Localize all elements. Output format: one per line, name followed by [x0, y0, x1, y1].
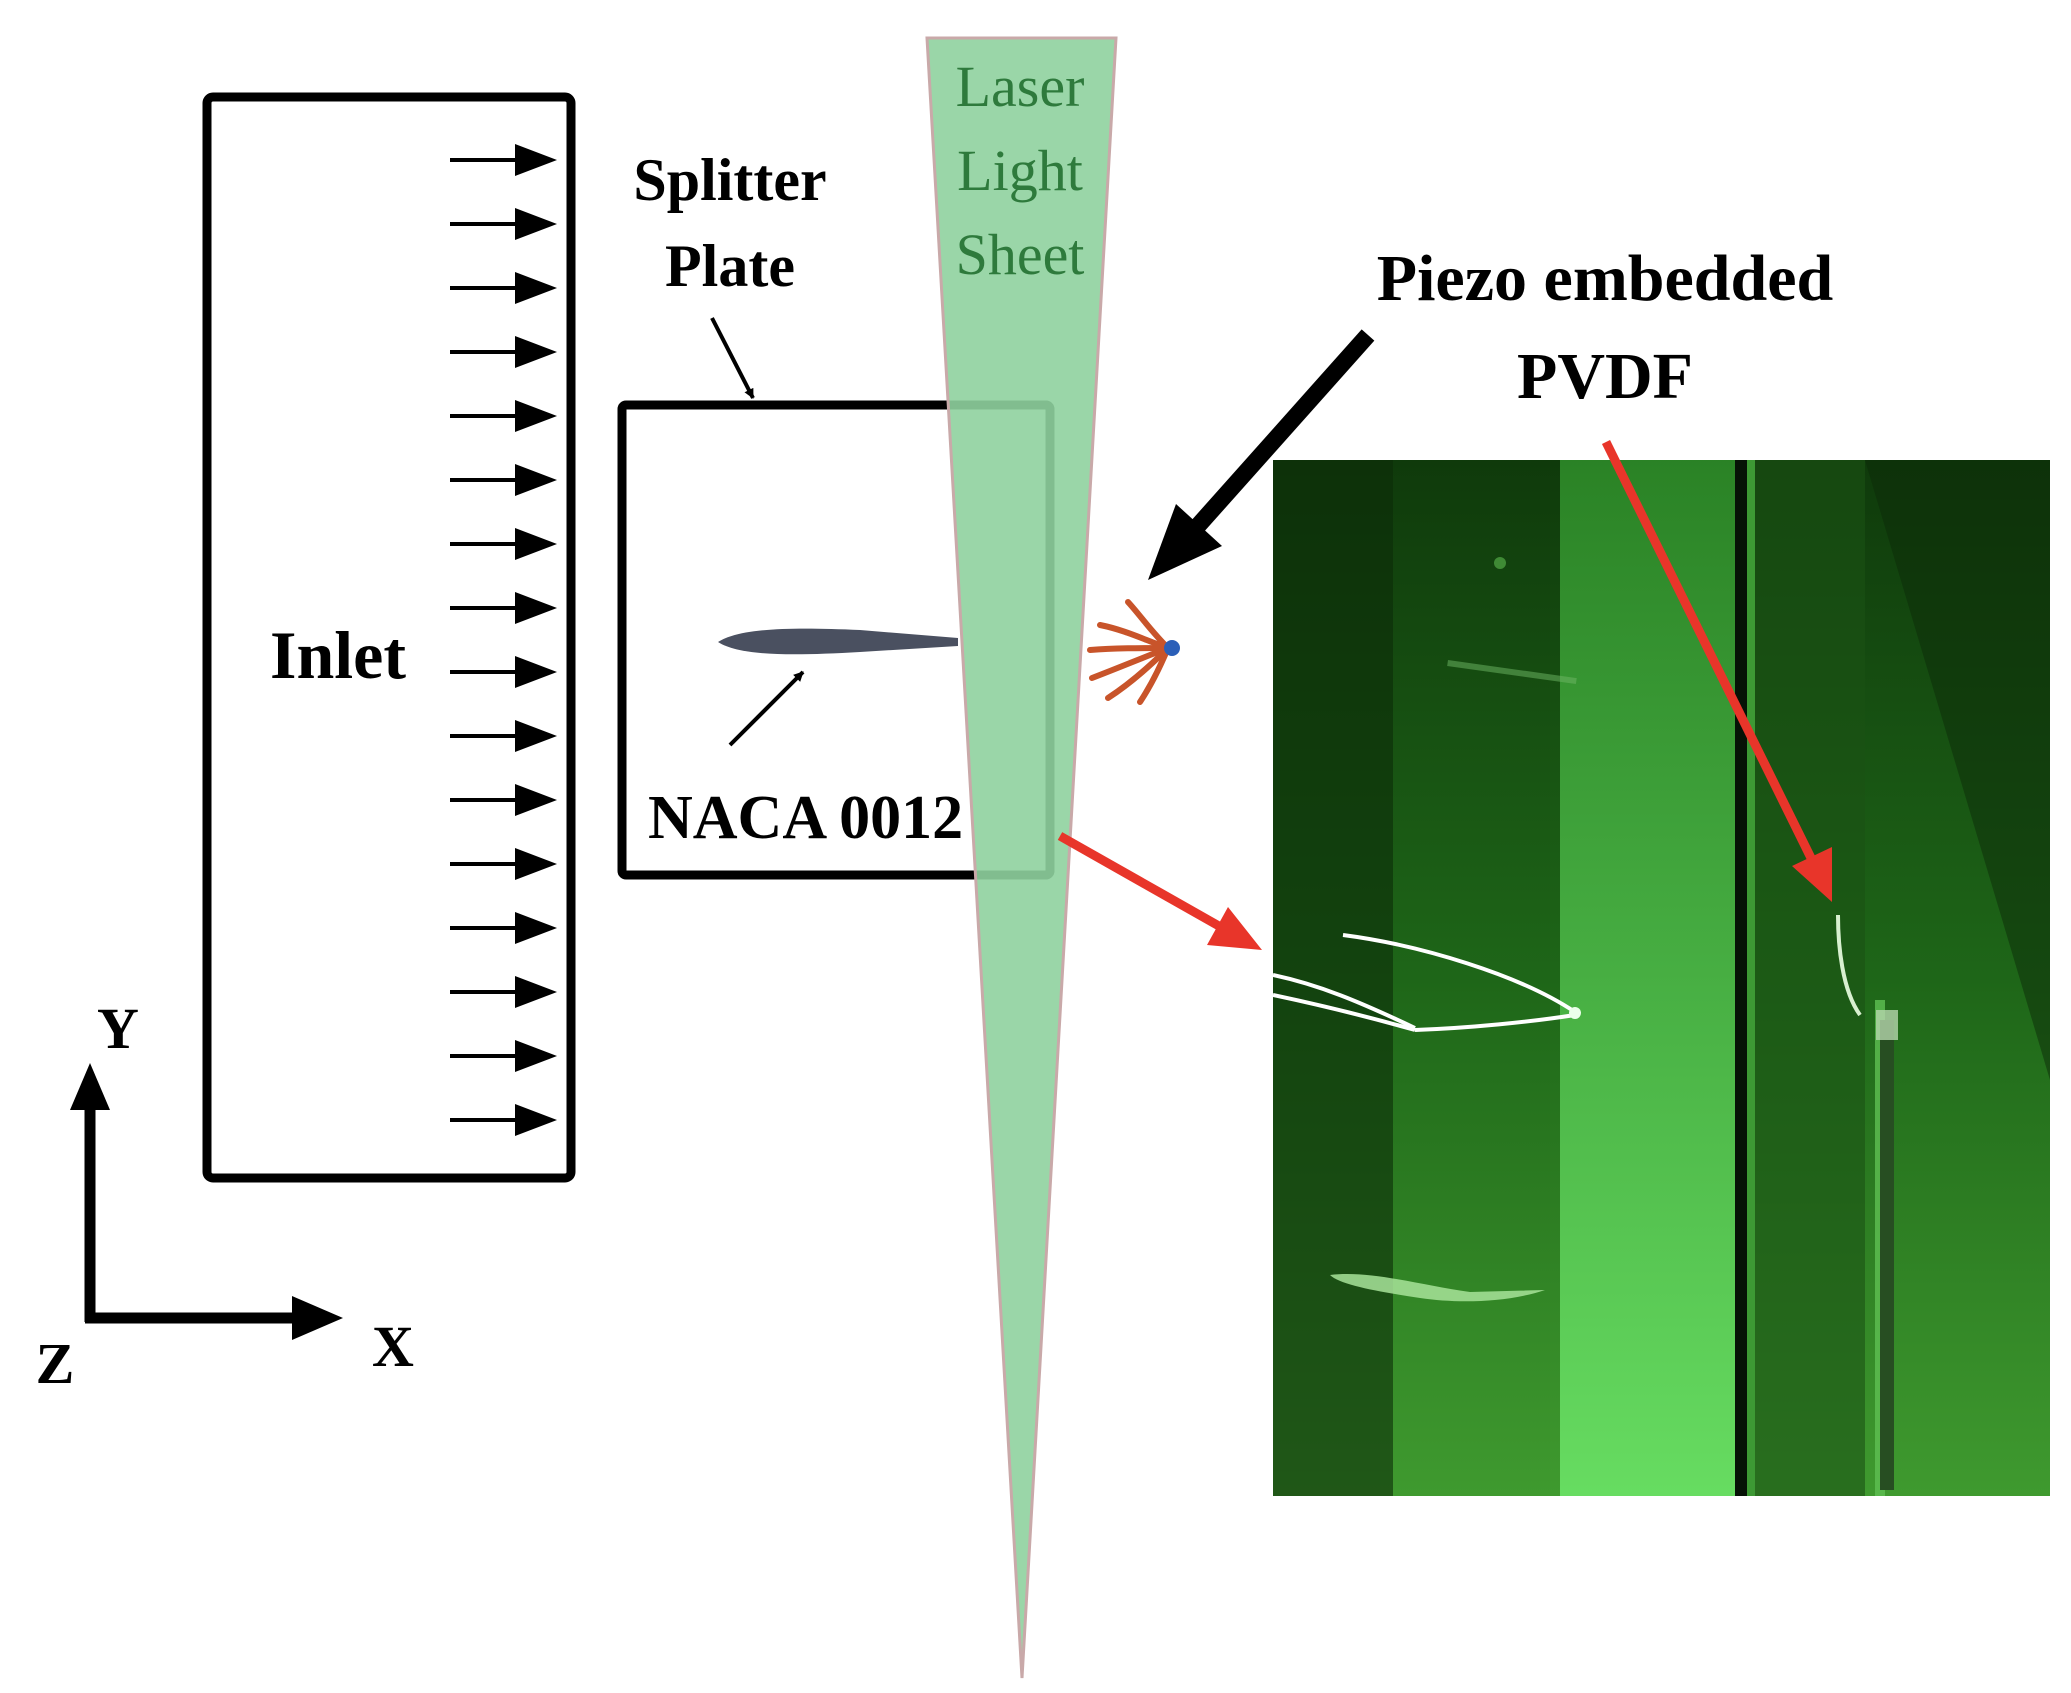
right-arrow-icon — [450, 464, 557, 496]
naca-airfoil — [718, 628, 958, 655]
pvdf-strip-icon — [1087, 599, 1180, 705]
right-arrow-icon — [450, 656, 557, 688]
piezo-pointer-arrow — [1148, 329, 1375, 580]
axis-y-label: Y — [97, 996, 139, 1061]
splitter-plate-pointer-arrow — [710, 317, 755, 399]
axis-x-label: X — [372, 1314, 414, 1379]
piezo-label-line1: Piezo embedded — [1377, 242, 1833, 315]
inlet-label: Inlet — [270, 617, 406, 693]
right-arrow-icon — [450, 976, 557, 1008]
piezo-label-line2: PVDF — [1517, 340, 1693, 413]
experiment-photo — [1273, 460, 2050, 1496]
right-arrow-icon — [450, 784, 557, 816]
right-arrow-icon — [450, 272, 557, 304]
laser-label-line1: Laser — [956, 54, 1085, 119]
airfoil-callout-arrow — [1057, 832, 1262, 950]
axis-z-label: Z — [36, 1331, 75, 1396]
splitter-plate-label-line2: Plate — [665, 233, 795, 299]
airfoil-label: NACA 0012 — [648, 784, 963, 852]
right-arrow-icon — [450, 592, 557, 624]
right-arrow-icon — [450, 1040, 557, 1072]
right-arrow-icon — [450, 912, 557, 944]
right-arrow-icon — [450, 336, 557, 368]
laser-label-line3: Sheet — [956, 222, 1085, 287]
axes-icon — [70, 1063, 343, 1340]
inlet-box — [202, 92, 576, 1183]
splitter-plate-label-line1: Splitter — [633, 147, 826, 213]
laser-light-sheet — [925, 36, 1118, 1679]
right-arrow-icon — [450, 208, 557, 240]
right-arrow-icon — [450, 1104, 557, 1136]
right-arrow-icon — [450, 144, 557, 176]
right-arrow-icon — [450, 848, 557, 880]
laser-label-line2: Light — [957, 138, 1083, 203]
right-arrow-icon — [450, 528, 557, 560]
flow-arrows — [450, 144, 557, 1136]
right-arrow-icon — [450, 720, 557, 752]
pvdf-callout-arrow — [1601, 440, 1832, 902]
right-arrow-icon — [450, 400, 557, 432]
airfoil-pointer-arrow — [728, 670, 805, 747]
